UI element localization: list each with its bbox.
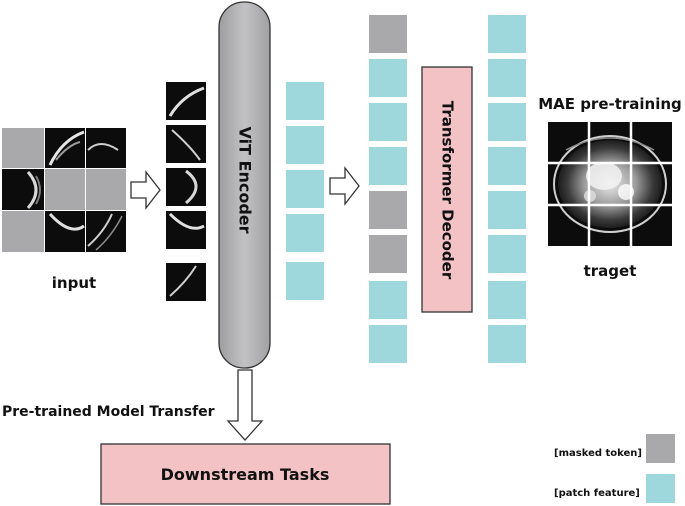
masked-patch bbox=[2, 211, 44, 252]
transfer-label: Pre-trained Model Transfer bbox=[2, 404, 215, 420]
legend-masked-swatch bbox=[646, 434, 675, 463]
patch-feature bbox=[488, 59, 526, 97]
image-patch bbox=[86, 128, 126, 168]
image-patch bbox=[45, 128, 85, 168]
arrow-right-icon bbox=[130, 170, 161, 210]
image-patch bbox=[166, 168, 206, 206]
image-patch bbox=[166, 263, 206, 301]
patch-feature bbox=[488, 103, 526, 141]
patch-feature bbox=[286, 214, 324, 252]
patch-feature bbox=[369, 281, 407, 319]
masked-token bbox=[369, 15, 407, 53]
patch-feature bbox=[488, 191, 526, 229]
image-patch bbox=[2, 169, 44, 210]
patch-feature bbox=[488, 281, 526, 319]
image-patch bbox=[86, 211, 126, 252]
arrow-down-icon bbox=[226, 369, 264, 441]
downstream-tasks: Downstream Tasks bbox=[100, 443, 391, 505]
transformer-decoder: Transformer Decoder bbox=[421, 66, 473, 313]
encoder-output-features bbox=[286, 82, 324, 300]
encoder-label: ViT Encoder bbox=[236, 126, 255, 233]
input-label: input bbox=[52, 274, 96, 292]
masked-token bbox=[369, 191, 407, 229]
patch-feature bbox=[369, 325, 407, 363]
decoder-input-column bbox=[369, 15, 407, 363]
decoder-output-column bbox=[488, 15, 526, 363]
image-patch bbox=[166, 125, 206, 163]
input-image-grid bbox=[2, 128, 126, 252]
masked-patch bbox=[45, 169, 85, 210]
image-patch bbox=[45, 211, 85, 252]
image-patch bbox=[166, 82, 206, 120]
visible-patch-column bbox=[166, 82, 206, 301]
target-image bbox=[548, 122, 672, 246]
masked-patch bbox=[2, 128, 44, 168]
masked-token bbox=[369, 235, 407, 273]
patch-feature bbox=[488, 235, 526, 273]
target-label: traget bbox=[584, 262, 637, 280]
legend-patch-swatch bbox=[646, 474, 675, 503]
vit-encoder: ViT Encoder bbox=[218, 1, 271, 369]
legend-masked-label: [masked token] bbox=[554, 448, 642, 459]
patch-feature bbox=[286, 262, 324, 300]
patch-feature bbox=[488, 147, 526, 185]
downstream-label: Downstream Tasks bbox=[161, 465, 330, 484]
patch-feature bbox=[369, 59, 407, 97]
patch-feature bbox=[488, 15, 526, 53]
arrow-right-icon bbox=[329, 166, 360, 206]
image-patch bbox=[166, 211, 206, 249]
patch-feature bbox=[286, 126, 324, 164]
patch-feature bbox=[369, 103, 407, 141]
legend-patch-label: [patch feature] bbox=[554, 488, 640, 499]
legend: [masked token] [patch feature] bbox=[554, 434, 675, 503]
patch-feature bbox=[286, 82, 324, 120]
decoder-label: Transformer Decoder bbox=[439, 101, 457, 280]
patch-feature bbox=[369, 147, 407, 185]
masked-patch bbox=[86, 169, 126, 210]
patch-feature bbox=[286, 170, 324, 208]
patch-feature bbox=[488, 325, 526, 363]
mae-pretraining-label: MAE pre-training bbox=[538, 95, 682, 113]
